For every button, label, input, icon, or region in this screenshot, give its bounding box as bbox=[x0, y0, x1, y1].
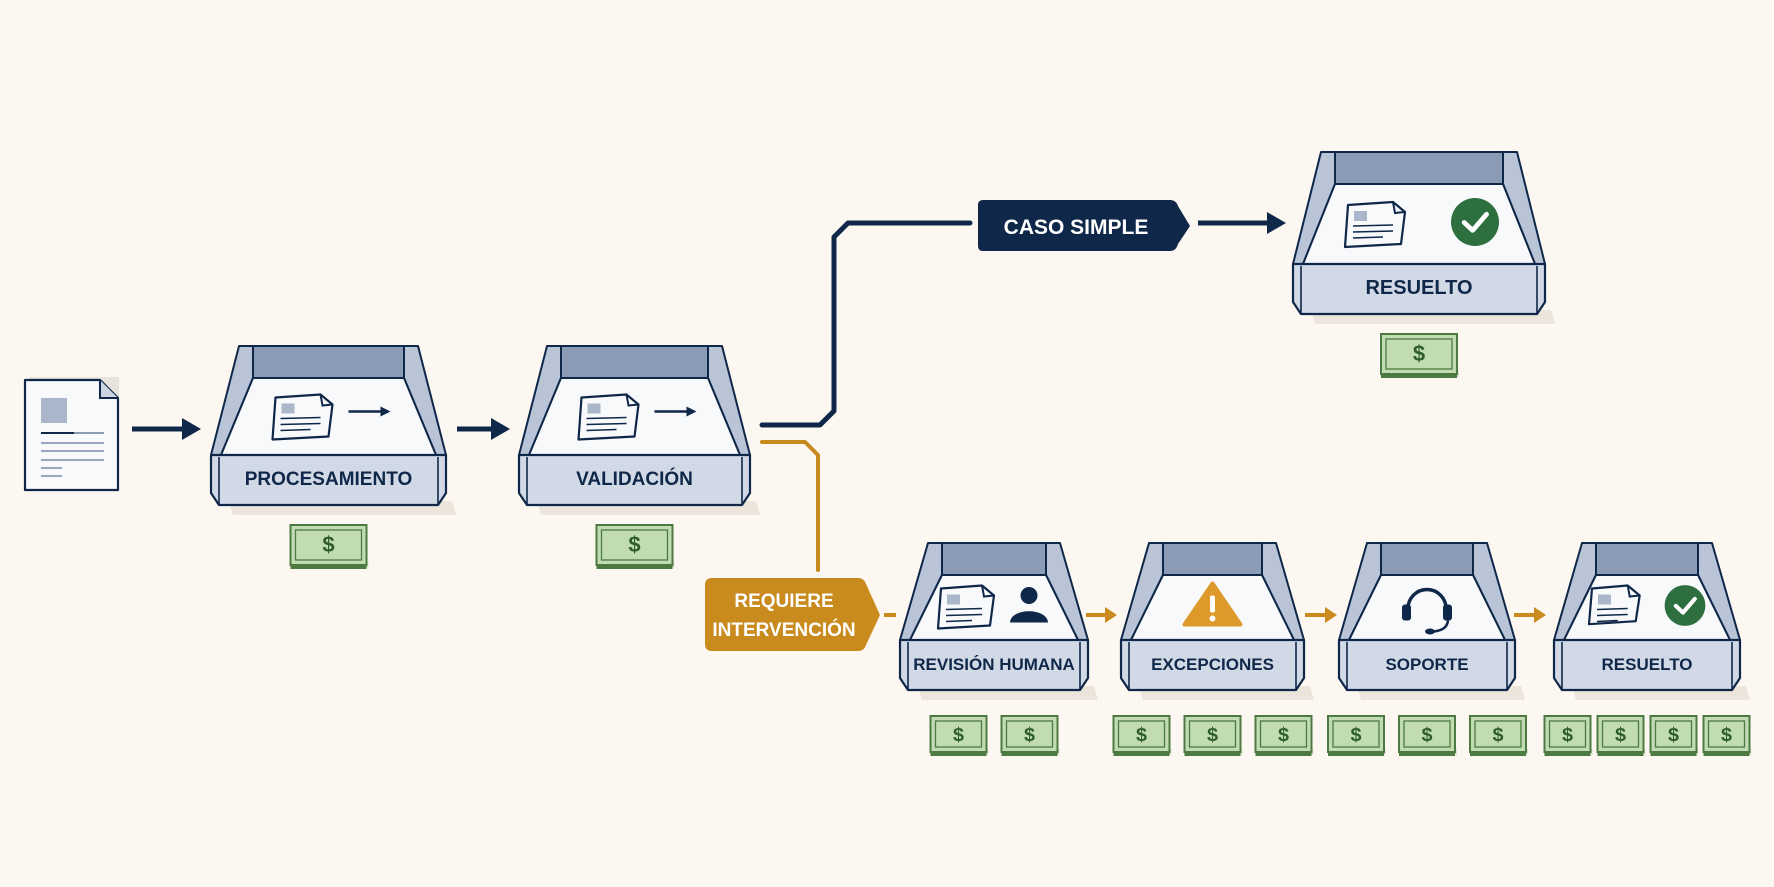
navy-arrow bbox=[457, 418, 510, 440]
currency-symbol: $ bbox=[1721, 724, 1732, 746]
currency-symbol: $ bbox=[1024, 724, 1035, 746]
arrow-right-icon bbox=[654, 406, 697, 417]
navy-arrow bbox=[1198, 212, 1286, 234]
stage-support: SOPORTE $ $ $ bbox=[1327, 542, 1528, 756]
cash-bill-icon: $ bbox=[1543, 715, 1593, 756]
tray-back-wall bbox=[1595, 542, 1699, 576]
connector-simple bbox=[759, 220, 973, 428]
orange-arrow bbox=[1514, 607, 1546, 623]
stage-human-review: REVISIÓN HUMANA $ $ bbox=[898, 542, 1098, 756]
orange-arrow bbox=[1305, 607, 1337, 623]
currency-symbol: $ bbox=[322, 532, 334, 557]
tray-back-wall bbox=[252, 345, 405, 379]
cash-bill-icon: $ bbox=[1380, 333, 1459, 378]
currency-symbol: $ bbox=[1615, 724, 1626, 746]
check-circle-icon bbox=[1664, 585, 1706, 626]
currency-symbol: $ bbox=[1413, 341, 1425, 366]
cash-bill-icon: $ bbox=[289, 524, 369, 569]
cash-bill-icon: $ bbox=[1254, 715, 1314, 756]
cash-bill-icon: $ bbox=[1183, 715, 1243, 756]
currency-symbol: $ bbox=[1421, 724, 1432, 746]
cash-bill-icon: $ bbox=[1702, 715, 1752, 756]
tray-back-wall bbox=[1162, 542, 1263, 576]
currency-symbol: $ bbox=[1207, 724, 1218, 746]
person-icon bbox=[1010, 587, 1048, 623]
arrow-right-icon bbox=[348, 406, 391, 417]
connector-intervention bbox=[760, 440, 820, 572]
currency-symbol: $ bbox=[953, 724, 964, 746]
orange-arrow bbox=[1086, 607, 1117, 623]
input-document-icon bbox=[23, 377, 120, 492]
currency-symbol: $ bbox=[1350, 724, 1361, 746]
warning-icon bbox=[1182, 581, 1243, 627]
document-icon bbox=[1587, 584, 1641, 626]
stage-exceptions: EXCEPCIONES $ $ $ bbox=[1112, 542, 1314, 756]
currency-symbol: $ bbox=[1492, 724, 1503, 746]
cash-bill-icon: $ bbox=[1649, 715, 1699, 756]
stage-resolved-simple: RESUELTO $ bbox=[1291, 151, 1555, 378]
check-circle-icon bbox=[1451, 198, 1499, 246]
currency-symbol: $ bbox=[1562, 724, 1573, 746]
branch-label-simple: CASO SIMPLE bbox=[978, 200, 1190, 251]
nodes: CASO SIMPLE REQUIERE INTERVENCIÓN PROCESAMI… bbox=[23, 151, 1752, 756]
headset-icon bbox=[1402, 587, 1452, 635]
currency-symbol: $ bbox=[1668, 724, 1679, 746]
stage-label: RESUELTO bbox=[1602, 655, 1693, 674]
stage-validation: VALIDACIÓN $ bbox=[517, 345, 760, 569]
currency-symbol: $ bbox=[1278, 724, 1289, 746]
cash-bill-icon: $ bbox=[1112, 715, 1172, 756]
document-icon bbox=[1343, 200, 1407, 249]
branch-label-text: CASO SIMPLE bbox=[1004, 216, 1149, 239]
cash-bill-icon: $ bbox=[1596, 715, 1646, 756]
tray-back-wall bbox=[941, 542, 1047, 576]
navy-arrow bbox=[132, 418, 201, 440]
stage-label: VALIDACIÓN bbox=[576, 468, 693, 490]
currency-symbol: $ bbox=[628, 532, 640, 557]
tray-back-wall bbox=[1334, 151, 1504, 185]
tray-back-wall bbox=[560, 345, 709, 379]
cash-bill-icon: $ bbox=[929, 715, 989, 756]
document-icon bbox=[271, 393, 334, 441]
stage-label: PROCESAMIENTO bbox=[245, 469, 413, 490]
stage-label: REVISIÓN HUMANA bbox=[913, 655, 1075, 674]
branch-label-intervention: REQUIERE INTERVENCIÓN bbox=[705, 578, 880, 651]
document-icon bbox=[936, 584, 996, 630]
cash-bill-icon: $ bbox=[1398, 715, 1457, 756]
connectors bbox=[132, 212, 1546, 623]
tray-floor bbox=[1302, 183, 1536, 265]
currency-symbol: $ bbox=[1136, 724, 1147, 746]
cash-bill-icon: $ bbox=[1000, 715, 1060, 756]
stage-label: EXCEPCIONES bbox=[1151, 655, 1274, 674]
stage-label: RESUELTO bbox=[1365, 277, 1472, 299]
stage-resolved-complex: RESUELTO $ $ $ $ bbox=[1543, 542, 1752, 756]
cash-bill-icon: $ bbox=[1327, 715, 1386, 756]
cash-bill-icon: $ bbox=[1469, 715, 1528, 756]
branch-label-text: REQUIERE bbox=[734, 591, 833, 612]
stage-processing: PROCESAMIENTO $ bbox=[209, 345, 456, 569]
cash-bill-icon: $ bbox=[595, 524, 675, 569]
stage-label: SOPORTE bbox=[1385, 655, 1468, 674]
branch-label-text: INTERVENCIÓN bbox=[712, 619, 855, 641]
tray-back-wall bbox=[1380, 542, 1474, 576]
document-icon bbox=[577, 393, 640, 441]
